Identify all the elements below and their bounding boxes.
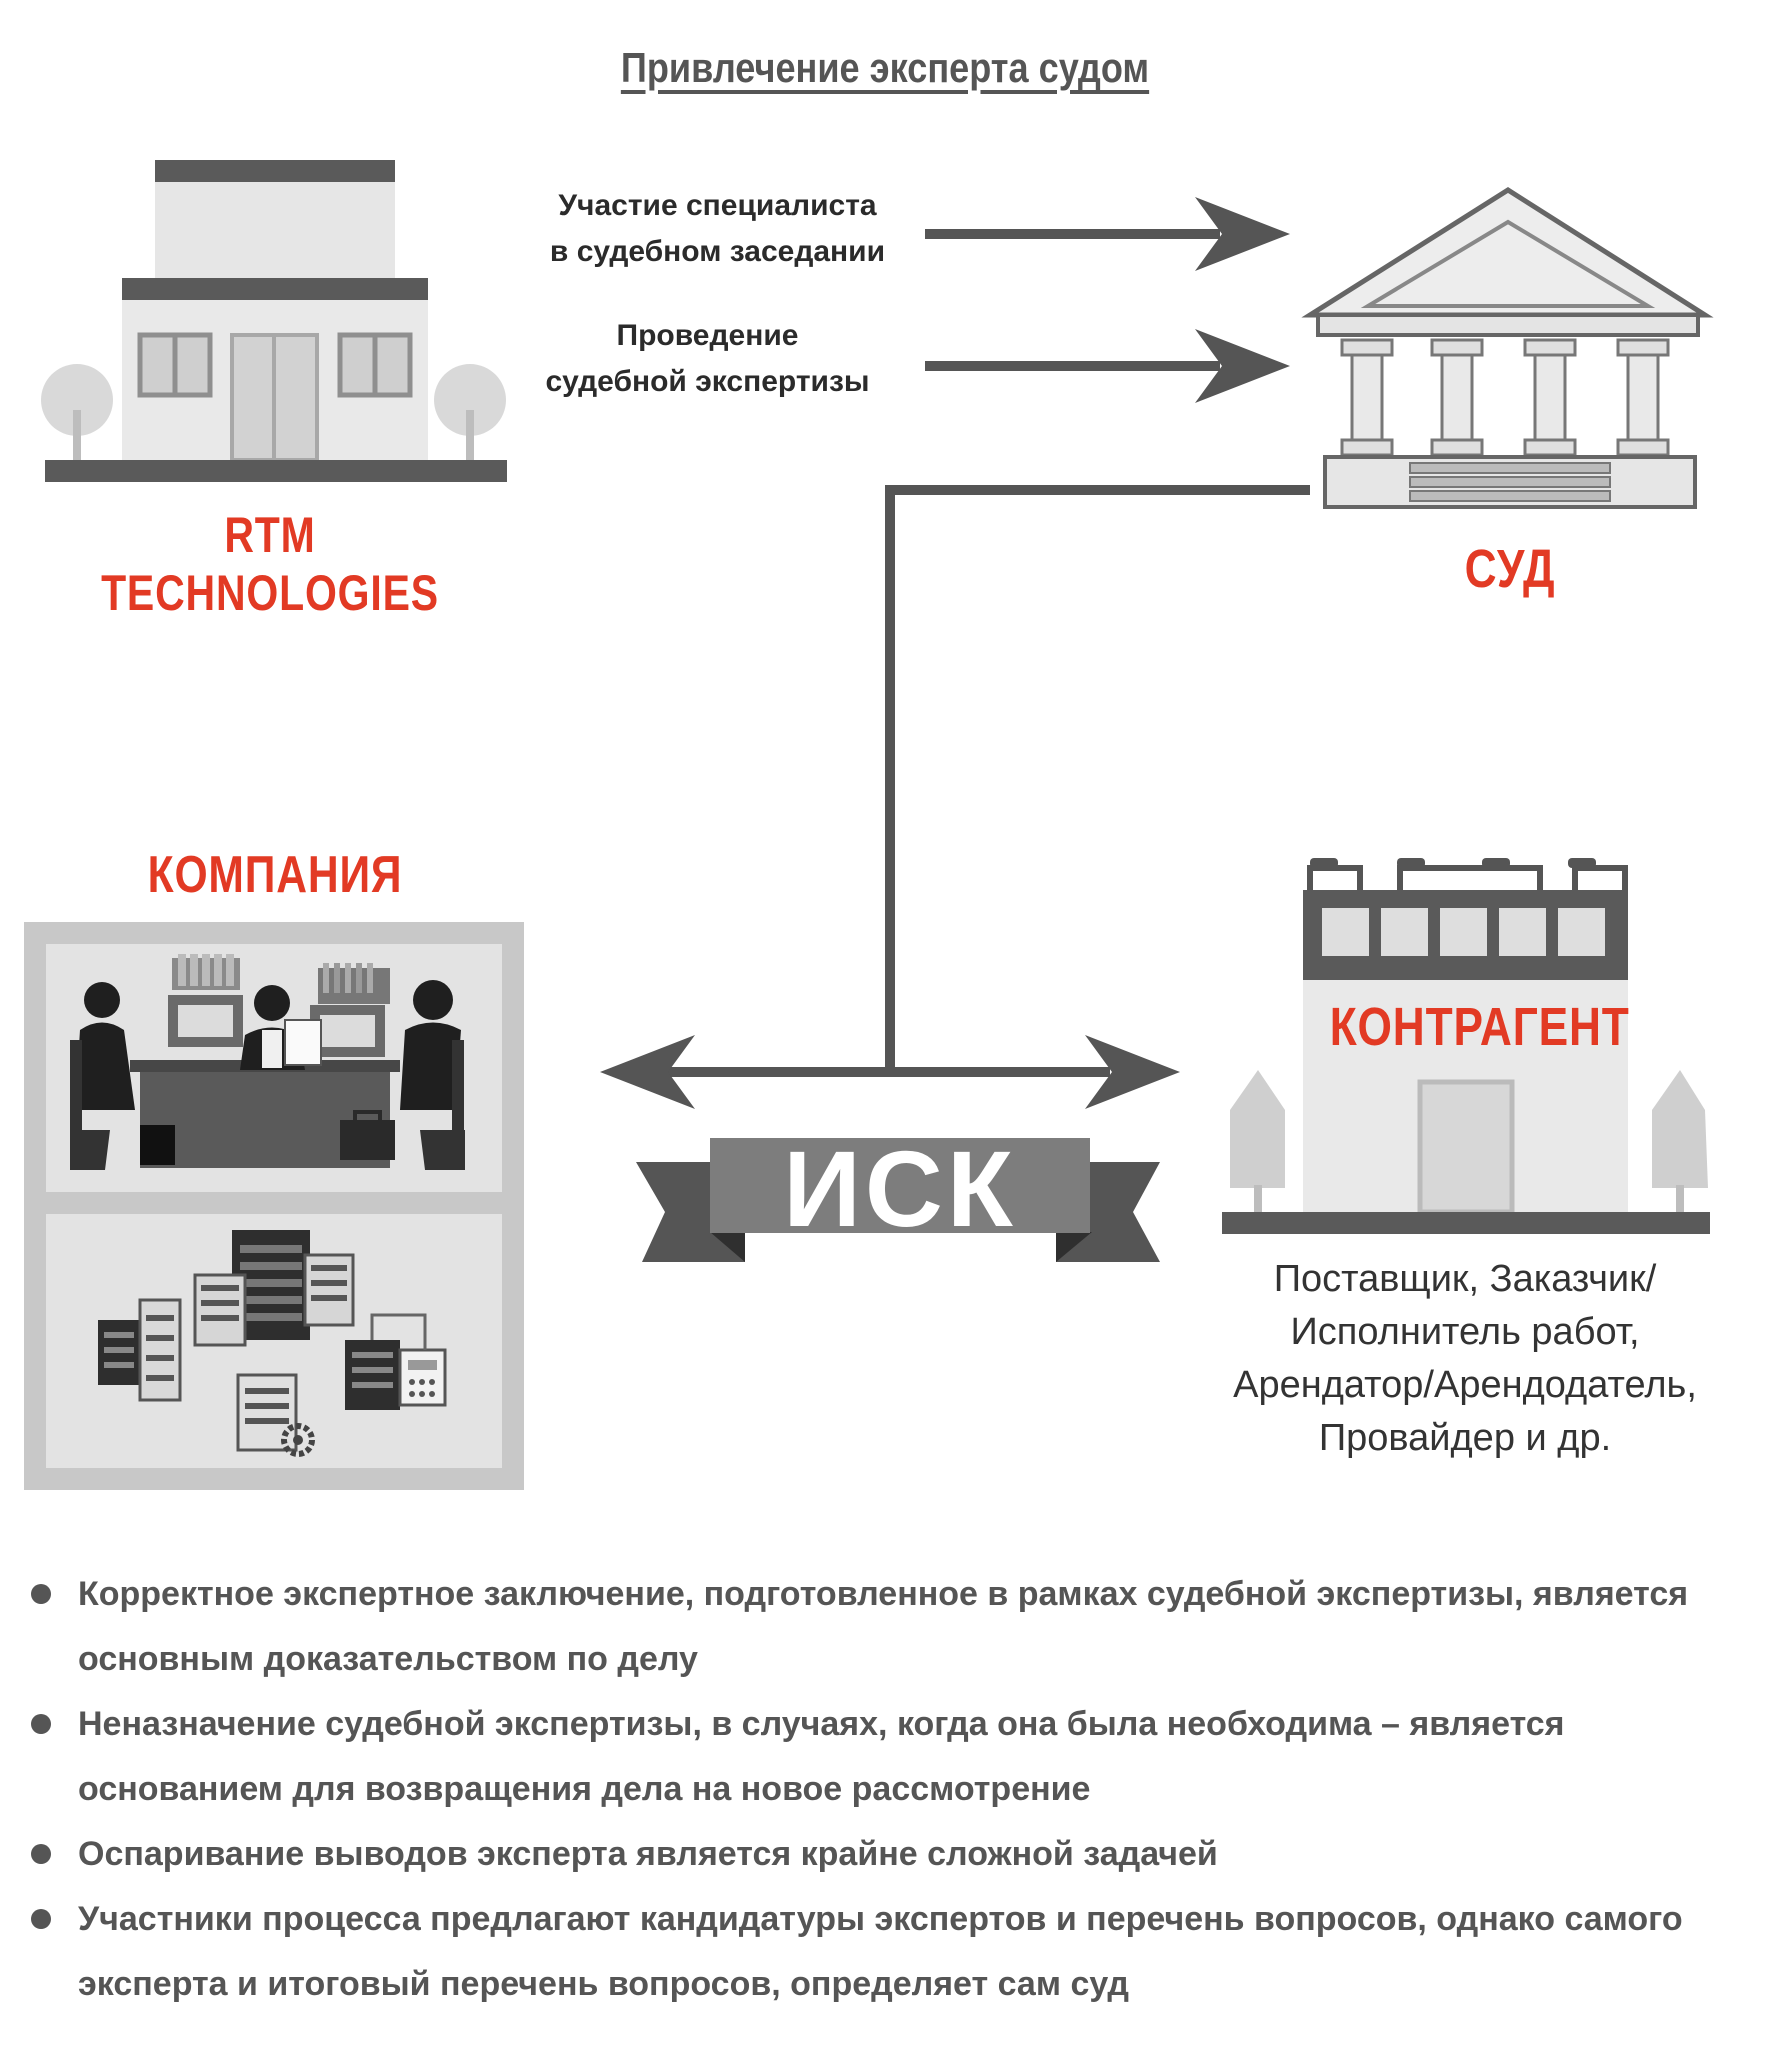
key-point-item: Неназначение судебной экспертизы, в случ… (28, 1692, 1748, 1822)
office-meeting-icon (70, 954, 465, 1170)
counterparty-role-line: Поставщик, Заказчик/ (1273, 1258, 1657, 1300)
court-building-icon (1301, 187, 1714, 509)
flow-label-participation-line2: в судебном заседании (549, 235, 886, 268)
isk-ribbon-banner (636, 1138, 1160, 1262)
rtm-building-icon (41, 160, 507, 482)
company-label: КОМПАНИЯ (147, 846, 403, 904)
counterparty-roles: Поставщик, Заказчик/ Исполнитель работ, … (1195, 1253, 1735, 1465)
counterparty-label: КОНТРАГЕНТ (1329, 997, 1630, 1057)
arrow-to-court-top (925, 197, 1290, 271)
key-point-item: Участники процесса предлагают кандидатур… (28, 1887, 1748, 2017)
counterparty-role-line: Арендатор/Арендодатель, (1233, 1364, 1697, 1406)
server-equipment-icon (98, 1230, 447, 1457)
page-title: Привлечение эксперта судом (620, 44, 1150, 91)
court-connector-line (885, 485, 1310, 1075)
flow-label-examination: Проведение судебной экспертизы (495, 313, 920, 405)
rtm-label: RTM TECHNOLOGIES (101, 507, 439, 621)
lawsuit-double-arrow (600, 1035, 1180, 1109)
flow-label-examination-line1: Проведение (616, 319, 799, 352)
flow-label-participation-line1: Участие специалиста (558, 189, 877, 222)
court-label: СУД (1464, 539, 1556, 599)
key-points-list: Корректное экспертное заключение, подгот… (28, 1562, 1748, 2017)
isk-label: ИСК (783, 1128, 1017, 1249)
counterparty-role-line: Провайдер и др. (1318, 1417, 1612, 1459)
flow-label-participation: Участие специалиста в судебном заседании (505, 183, 930, 275)
counterparty-building-icon (1222, 858, 1710, 1234)
flow-label-examination-line2: судебной экспертизы (545, 365, 870, 398)
key-point-item: Оспаривание выводов эксперта является кр… (28, 1822, 1748, 1887)
counterparty-role-line: Исполнитель работ, (1290, 1311, 1640, 1353)
arrow-to-court-bottom (925, 329, 1290, 403)
key-point-item: Корректное экспертное заключение, подгот… (28, 1562, 1748, 1692)
